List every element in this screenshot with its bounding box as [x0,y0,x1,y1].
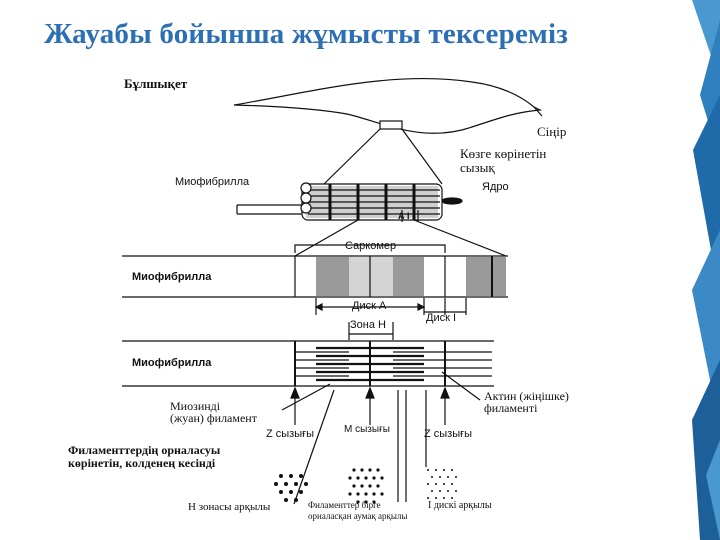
label-m-line: М сызығы [344,424,390,435]
filament-diagram [122,340,494,387]
label-overlap-2: орналасқан аумақ арқылы [308,511,407,521]
label-zone-h: Зона Н [350,319,386,331]
label-sheath: Сіңір [537,124,566,139]
cross-section-i-disk [427,469,457,499]
label-actin-2: филаменті [484,401,538,415]
label-myofibril-bottom: Миофибрилла [132,357,212,369]
cross-section-overlap [348,468,384,504]
label-overlap-1: Филаменттер бірге [308,500,381,510]
label-bundle: Бұлшықет [124,76,188,91]
sarcomere-bar [122,244,508,298]
cross-section-h-zone [274,474,308,502]
label-cross-section-2: көрінетін, колденең кесінді [68,456,216,470]
label-myofibril-top: Миофибрилла [175,176,250,188]
label-at-mark: А І [398,211,410,221]
muscle-diagram: Бұлшықет Сіңір Көзге көрінетін сызық Ядр… [68,76,569,521]
label-visible-line-1: Көзге көрінетін [460,146,546,161]
label-myosin-1: Миозинді [170,399,221,413]
label-disk-i: Диск І [426,312,456,324]
muscle-spindle [233,77,543,134]
label-i-disk-cut: І дискі арқылы [428,500,492,511]
label-z-line-right: Z сызығы [424,428,472,440]
myofibril-bundle [236,182,463,221]
slide-title: Жауабы бойынша жұмысты тексереміз [44,18,569,50]
label-sarcomere: Саркомер [345,240,396,252]
label-z-line-left: Z сызығы [266,428,314,440]
label-cross-section-1: Филаменттердің орналасуы [68,443,221,457]
label-actin-1: Актин (жіңішке) [484,389,569,403]
label-nucleus: Ядро [482,181,509,193]
label-myofibril-mid: Миофибрилла [132,271,212,283]
muscle-structure-figure: Бұлшықет Сіңір Көзге көрінетін сызық Ядр… [62,72,691,527]
label-disk-a: Диск А [352,300,387,312]
label-myosin-2: (жуан) филамент [170,411,258,425]
label-visible-line-2: сызық [460,160,495,175]
label-h-zone-cut: Н зонасы арқылы [188,501,271,513]
